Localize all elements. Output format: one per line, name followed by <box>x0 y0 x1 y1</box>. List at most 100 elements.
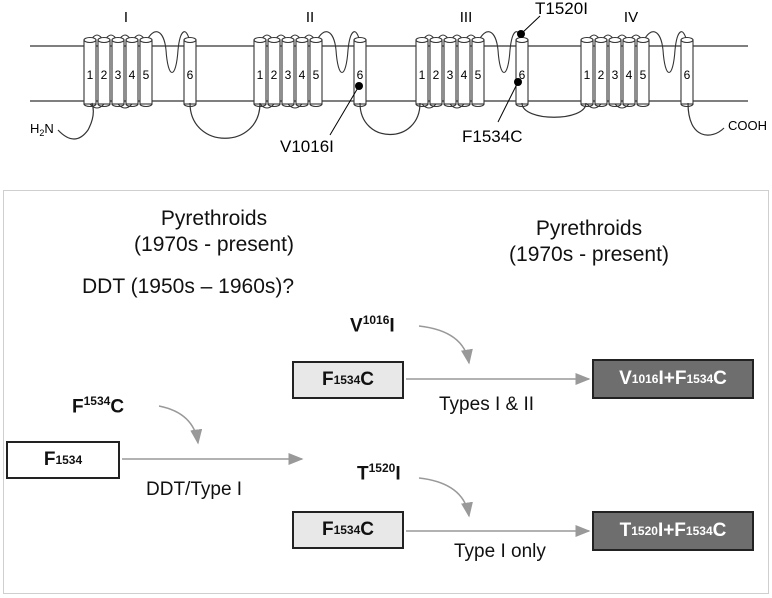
segment-s2: 2 <box>267 36 281 108</box>
label-type-i-only: Type I only <box>454 541 546 562</box>
c-terminus-tail <box>687 102 725 136</box>
mutation-leader-v1016i <box>329 85 360 136</box>
segment-s6: 6 <box>183 36 197 108</box>
intracellular-loop <box>89 103 105 109</box>
n-terminus-tail <box>57 102 94 140</box>
intracellular-loop <box>117 103 133 109</box>
mutation-t1520i: T1520I <box>357 461 401 485</box>
pathway-arrows <box>122 325 591 537</box>
pore-loop <box>642 31 688 73</box>
right-header-line1: Pyrethroids <box>535 217 643 240</box>
domain-label: II <box>306 9 314 26</box>
curve-arrow-v1016i <box>418 325 473 365</box>
segment-label: 3 <box>115 68 122 82</box>
c-terminus-label: COOH <box>728 118 767 133</box>
segment-s3: 3 <box>281 36 295 108</box>
segment-s4: 4 <box>457 36 471 108</box>
segment-label: 2 <box>271 68 278 82</box>
loop-i-ii <box>189 102 261 139</box>
right-header: Pyrethroids (1970s - present) <box>494 216 684 268</box>
pore-loop <box>477 31 523 73</box>
segment-label: 5 <box>143 68 150 82</box>
segment-s4: 4 <box>622 36 636 108</box>
segment-s2: 2 <box>97 36 111 108</box>
segment-s1: 1 <box>415 36 429 108</box>
left-header-line1: Pyrethroids <box>160 207 268 230</box>
segment-s3: 3 <box>111 36 125 108</box>
segment-s2: 2 <box>594 36 608 108</box>
left-header: Pyrethroids (1970s - present) <box>119 206 309 258</box>
segment-label: 1 <box>257 68 264 82</box>
mutation-v1016i: V1016I <box>350 313 395 337</box>
segment-label: 6 <box>357 68 364 82</box>
intracellular-loop <box>449 103 465 109</box>
segment-label: 6 <box>187 68 194 82</box>
segment-s3: 3 <box>608 36 622 108</box>
left-header-line2: (1970s - present) <box>134 233 294 256</box>
segment-label: 5 <box>640 68 647 82</box>
segment-s4: 4 <box>125 36 139 108</box>
mutation-label-v1016i: V1016I <box>280 137 334 156</box>
segment-s5: 5 <box>471 36 485 108</box>
segment-s5: 5 <box>636 36 650 108</box>
domain-label: III <box>460 9 473 26</box>
label-ddt-type1: DDT/Type I <box>146 479 243 500</box>
segment-s4: 4 <box>295 36 309 108</box>
segment-s6: 6 <box>680 36 694 108</box>
intracellular-loop <box>614 103 630 109</box>
segment-label: 4 <box>299 68 306 82</box>
domain-label: I <box>124 9 128 26</box>
segment-label: 3 <box>612 68 619 82</box>
segment-s6: 6 <box>515 36 529 108</box>
pore-loop <box>315 31 361 73</box>
right-header-line2: (1970s - present) <box>509 243 669 266</box>
segment-label: 2 <box>101 68 108 82</box>
pore-loop <box>145 31 191 73</box>
segment-label: 4 <box>626 68 633 82</box>
segment-label: 2 <box>433 68 440 82</box>
mutation-leader-t1520i <box>520 15 541 35</box>
segment-label: 1 <box>584 68 591 82</box>
segment-s6: 6 <box>353 36 367 108</box>
loop-iii-iv <box>521 102 587 118</box>
segment-label: 4 <box>461 68 468 82</box>
mutation-leader-f1534c <box>497 81 519 123</box>
segment-label: 2 <box>598 68 605 82</box>
segment-label: 1 <box>419 68 426 82</box>
segment-s5: 5 <box>139 36 153 108</box>
segment-label: 5 <box>475 68 482 82</box>
domain-label: IV <box>624 9 638 26</box>
ddt-header: DDT (1950s – 1960s)? <box>82 275 295 298</box>
mutation-pathway-panel: Pyrethroids (1970s - present) DDT (1950s… <box>3 190 769 594</box>
mutation-f1534c: F1534C <box>72 394 125 418</box>
intracellular-loop <box>586 103 602 109</box>
segment-s2: 2 <box>429 36 443 108</box>
segment-s5: 5 <box>309 36 323 108</box>
intracellular-loop <box>287 103 303 109</box>
mutation-label-f1534c: F1534C <box>462 127 522 146</box>
segment-label: 6 <box>684 68 691 82</box>
segment-label: 3 <box>447 68 454 82</box>
intracellular-loop <box>421 103 437 109</box>
segment-s1: 1 <box>580 36 594 108</box>
intracellular-loop <box>259 103 275 109</box>
n-terminus-label: H2N <box>30 121 54 138</box>
loop-ii-iii <box>359 102 421 136</box>
segment-label: 4 <box>129 68 136 82</box>
segment-s3: 3 <box>443 36 457 108</box>
segment-label: 1 <box>87 68 94 82</box>
label-types-i-ii: Types I & II <box>439 394 535 415</box>
curve-arrow-f1534c <box>158 405 203 445</box>
curve-arrow-t1520i <box>418 477 473 518</box>
segment-s1: 1 <box>253 36 267 108</box>
